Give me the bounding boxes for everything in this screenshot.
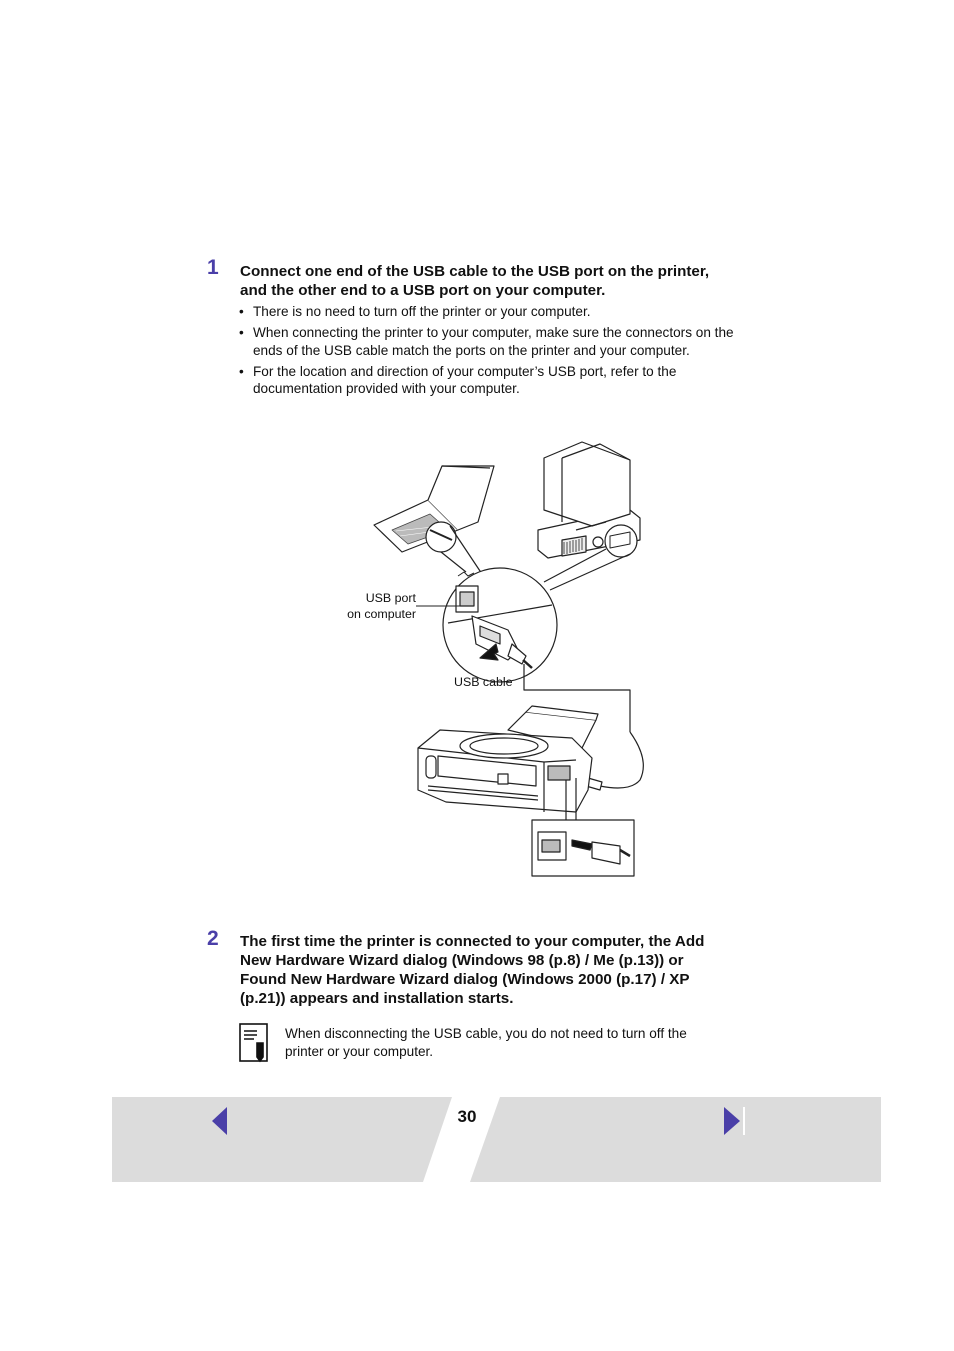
- step-1-title-line-1: Connect one end of the USB cable to the …: [240, 263, 710, 280]
- callout-usb-port-line-2: on computer: [347, 607, 416, 621]
- bullet-item: •There is no need to turn off the printe…: [239, 304, 591, 319]
- step-2-title: The first time the printer is connected …: [240, 932, 760, 1008]
- bullet-item: •For the location and direction of your …: [239, 363, 677, 397]
- callout-usb-cable: USB cable: [454, 675, 513, 689]
- laptop-port-circle: [425, 521, 457, 553]
- desktop-port-circle: [604, 524, 638, 558]
- laptop-computer-icon: [373, 465, 495, 553]
- callout-usb-port-line-1: USB port: [365, 591, 416, 605]
- footer-band-shapes: [112, 1097, 881, 1182]
- page-number: 30: [457, 1107, 477, 1126]
- step-1-title: Connect one end of the USB cable to the …: [240, 262, 760, 300]
- previous-page-button[interactable]: [210, 1106, 230, 1136]
- photo-printer-icon: [417, 705, 599, 820]
- step-2-title-line-3: Found New Hardware Wizard dialog (Window…: [240, 971, 690, 988]
- step-1-bullet-list: •There is no need to turn off the printe…: [239, 303, 749, 401]
- note-text-line-2: printer or your computer.: [285, 1044, 434, 1059]
- step-2-number: 2: [207, 927, 219, 950]
- step-1-number: 1: [207, 256, 219, 279]
- bullet-text: There is no need to turn off the printer…: [253, 304, 591, 319]
- callout-usb-port: USB port on computer: [344, 590, 416, 622]
- step-1-title-line-2: and the other end to a USB port on your …: [240, 282, 606, 299]
- footer-navigation-bar: [0, 1096, 954, 1184]
- note-text-line-1: When disconnecting the USB cable, you do…: [285, 1026, 687, 1041]
- usb-connection-illustration: USB port on computer USB cable: [330, 430, 660, 890]
- triangle-right-icon: [724, 1107, 745, 1135]
- bullet-item: •When connecting the printer to your com…: [239, 325, 734, 358]
- bullet-text: For the location and direction of your c…: [253, 363, 677, 397]
- memo-pencil-icon: [239, 1023, 269, 1063]
- step-2-title-line-1: The first time the printer is connected …: [240, 933, 705, 950]
- usb-port-zoom-circle: [442, 567, 558, 683]
- desktop-computer-icon: [537, 441, 641, 559]
- note-text: When disconnecting the USB cable, you do…: [285, 1025, 735, 1061]
- step-2-title-line-2: New Hardware Wizard dialog (Windows 98 (…: [240, 952, 684, 969]
- triangle-left-icon: [212, 1107, 227, 1135]
- next-page-button[interactable]: [722, 1106, 746, 1136]
- usb-connection-drawing: [373, 441, 644, 877]
- step-2-title-line-4: (p.21)) appears and installation starts.: [240, 990, 514, 1007]
- bullet-text: When connecting the printer to your comp…: [253, 325, 734, 358]
